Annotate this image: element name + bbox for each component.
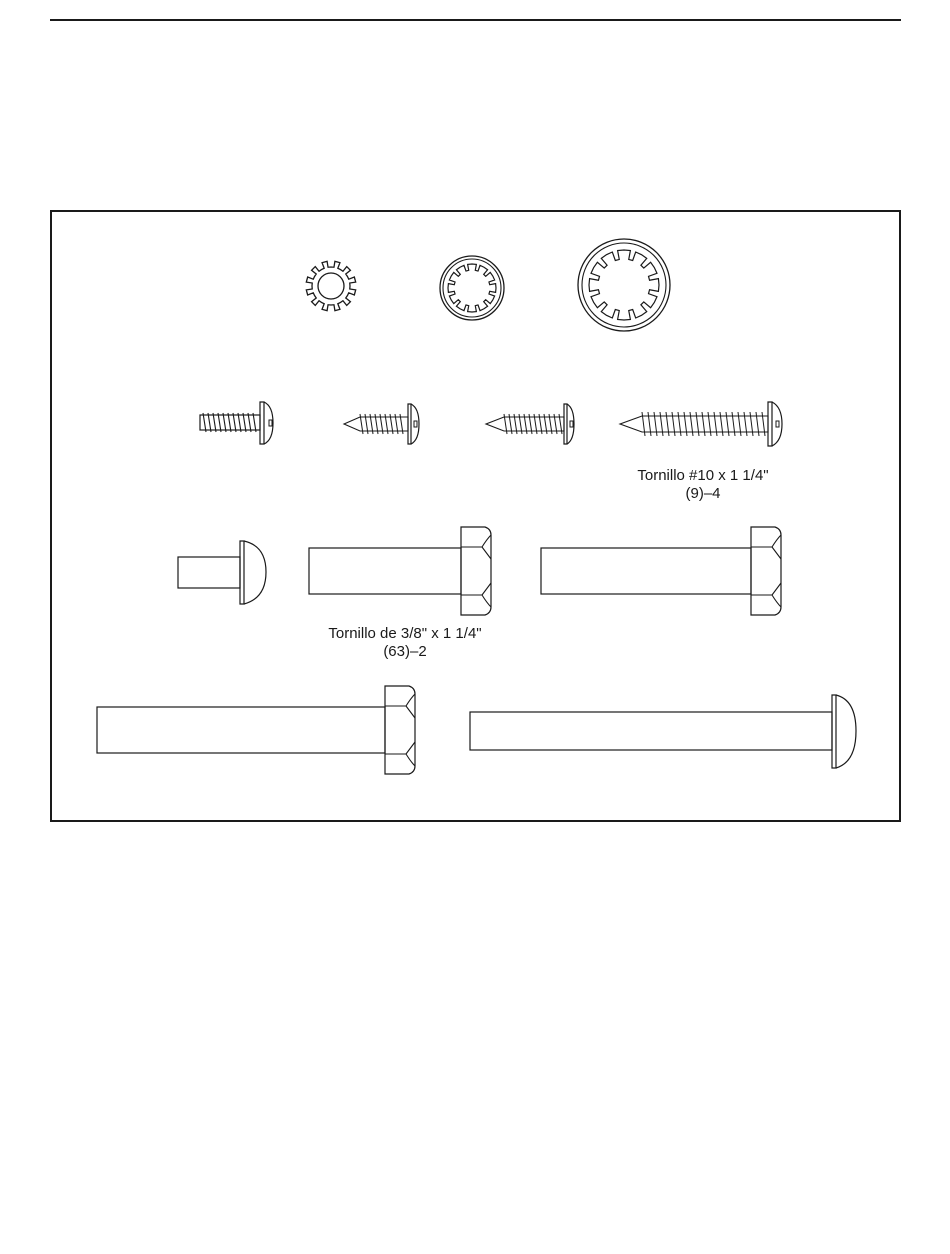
- hex-bolt-38-label: Tornillo de 3/8" x 1 1/4" (63)–2: [300, 625, 510, 661]
- internal-tooth-washer-large-icon: [577, 238, 671, 332]
- tapping-screw-small-icon: [342, 402, 422, 446]
- tapping-screw-medium-icon: [484, 402, 576, 446]
- machine-screw-icon: [198, 398, 274, 448]
- tapping-screw-10-label: Tornillo #10 x 1 1/4" (9)–4: [608, 467, 798, 503]
- part-key: (9)–4: [608, 485, 798, 503]
- hardware-identification-chart: Tornillo #10 x 1 1/4" (9)–4 Tornillo de …: [50, 210, 901, 822]
- star-washer-icon: [304, 259, 358, 313]
- top-rule: [50, 19, 901, 21]
- hex-bolt-long-icon: [95, 684, 421, 776]
- part-key: (63)–2: [300, 643, 510, 661]
- part-name: Tornillo #10 x 1 1/4": [608, 467, 798, 485]
- hex-bolt-38-icon: [307, 525, 497, 617]
- hex-bolt-medium-icon: [539, 525, 785, 617]
- button-head-bolt-long-icon: [468, 694, 860, 770]
- button-head-bolt-short-icon: [176, 540, 272, 606]
- part-name: Tornillo de 3/8" x 1 1/4": [300, 625, 510, 643]
- internal-tooth-washer-small-icon: [439, 255, 505, 321]
- tapping-screw-10-icon: [618, 400, 786, 448]
